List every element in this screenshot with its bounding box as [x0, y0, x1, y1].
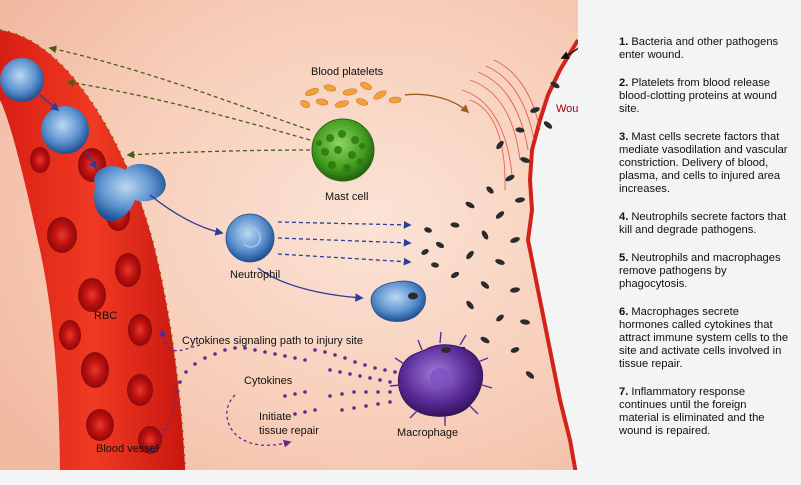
cytokine-vessel-arrow — [148, 399, 177, 454]
rbc-cell — [47, 217, 77, 253]
step-6: 6.Macrophages secrete hormones called cy… — [619, 306, 789, 370]
label-blood-platelets: Blood platelets — [311, 66, 384, 78]
rbc-cell — [86, 409, 114, 441]
bottom-band — [0, 470, 601, 485]
step-5: 5.Neutrophils and macrophages remove pat… — [619, 252, 781, 290]
label-rbc: RBC — [94, 310, 117, 322]
wound-fibers — [461, 59, 541, 191]
wound-edge — [525, 38, 580, 485]
phagocytic-neutrophil — [370, 280, 426, 322]
macrophage-cell — [389, 331, 493, 426]
label-neutrophil: Neutrophil — [230, 269, 280, 281]
neutrophil-to-phagocyte-arrow — [257, 267, 364, 302]
blood-platelets — [300, 82, 402, 108]
neutrophil-cell — [41, 106, 89, 154]
rbc-cell — [81, 352, 109, 388]
rbc-cell — [115, 253, 141, 287]
mast-cell — [311, 118, 375, 182]
label-cytokines-path: Cytokines signaling path to injury site — [182, 335, 363, 347]
neutrophil-cell — [0, 58, 44, 102]
neutrophil-factor-arrows — [277, 220, 412, 266]
label-macrophage: Macrophage — [397, 427, 458, 439]
rbc-cell — [30, 147, 50, 173]
step-1: 1.Bacteria and other pathogens enter wou… — [619, 36, 779, 61]
step-7: 7.Inflammatory response continues until … — [619, 386, 765, 437]
red-blood-cells — [30, 147, 162, 454]
cytokine-path-arrow — [159, 328, 201, 352]
steps-panel: 1.Bacteria and other pathogens enter wou… — [578, 0, 801, 485]
vessel-neutrophils — [0, 58, 166, 222]
rbc-cell — [59, 320, 81, 350]
cytokine-particles — [174, 346, 397, 416]
neutrophil-migration-arrow — [149, 194, 224, 236]
rbc-cell — [78, 278, 106, 312]
tissue-neutrophil — [225, 213, 275, 263]
rbc-cell — [127, 374, 153, 406]
label-initiate: Initiate — [259, 411, 291, 423]
label-mast-cell: Mast cell — [325, 191, 368, 203]
label-cytokines: Cytokines — [244, 375, 293, 387]
step-4: 4.Neutrophils secrete factors that kill … — [619, 211, 787, 236]
label-tissue-repair: tissue repair — [259, 425, 319, 437]
vessel-wall-dots — [0, 29, 187, 485]
mast-cell-signals — [48, 45, 311, 159]
rbc-cell — [128, 314, 152, 346]
platelet-arrow — [404, 93, 470, 114]
tissue-repair-arrow — [226, 394, 292, 448]
step-2: 2.Platelets from blood release blood-clo… — [619, 77, 777, 115]
step-3: 3.Mast cells secrete factors that mediat… — [619, 131, 788, 195]
neutrophil-squeezing — [94, 164, 166, 222]
label-blood-vessel: Blood vessel — [96, 443, 158, 455]
